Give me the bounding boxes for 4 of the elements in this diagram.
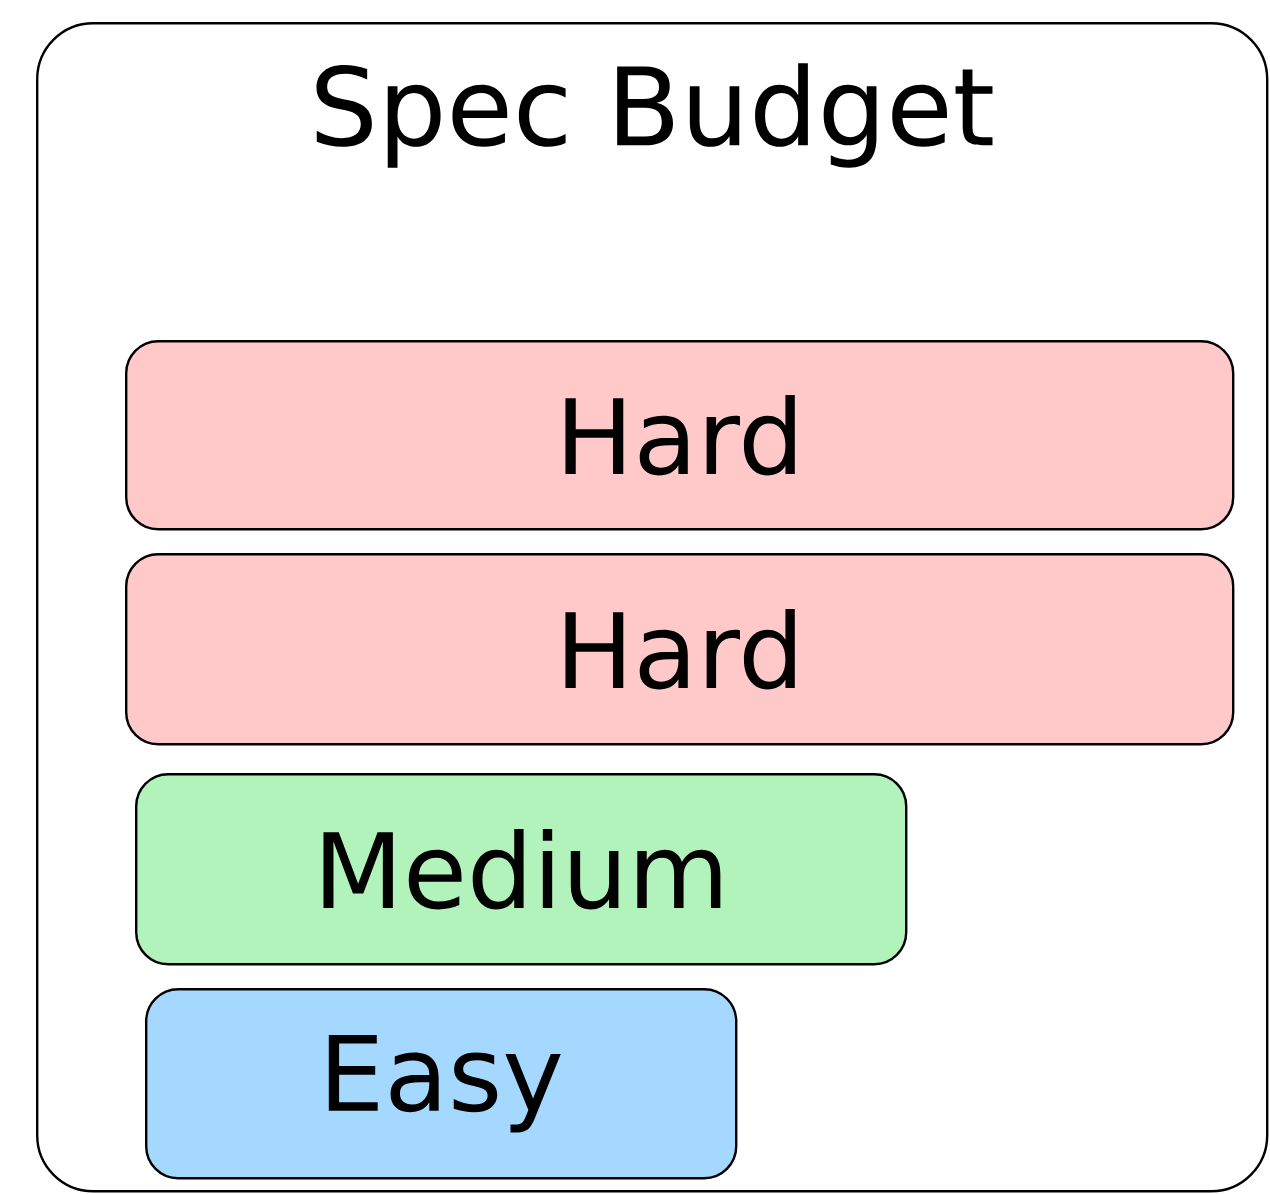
bar-box: Hard — [125, 340, 1235, 531]
bar-box: Medium — [135, 773, 908, 966]
bar-box: Hard — [125, 553, 1235, 746]
bar-box: Easy — [145, 988, 738, 1180]
